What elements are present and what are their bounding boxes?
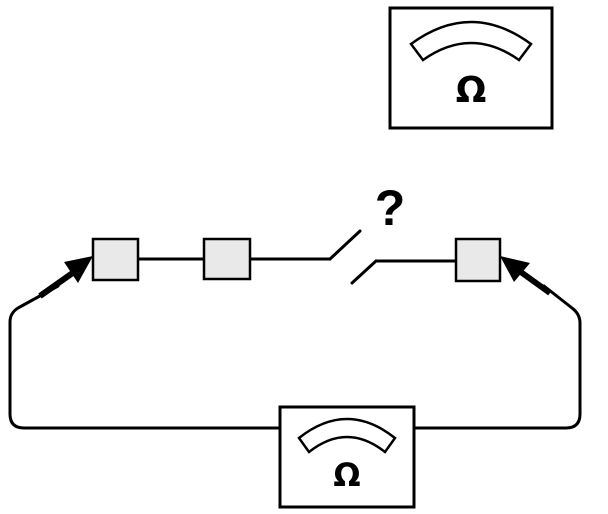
switch-blade-lower [350, 259, 378, 285]
ohmmeter-top: Ω [388, 6, 554, 130]
ohmmeter-top-symbol: Ω [456, 70, 487, 111]
component-middle [202, 237, 252, 281]
probe-lead-right [412, 284, 582, 430]
terminal-right [454, 237, 502, 283]
circuit-wires [8, 229, 582, 430]
arrow-probe-left-icon [38, 256, 93, 299]
switch-question-mark: ? [375, 180, 406, 236]
ohmmeter-top-scale-icon [409, 20, 533, 62]
terminal-left [91, 237, 140, 282]
probe-lead-left [8, 284, 282, 430]
arrow-probe-right-icon [500, 256, 552, 296]
ohmmeter-bottom: Ω [278, 405, 416, 509]
switch-blade-upper [328, 229, 362, 261]
ohmmeter-bottom-scale-icon [297, 417, 397, 454]
ohmmeter-bottom-symbol: Ω [333, 456, 360, 494]
